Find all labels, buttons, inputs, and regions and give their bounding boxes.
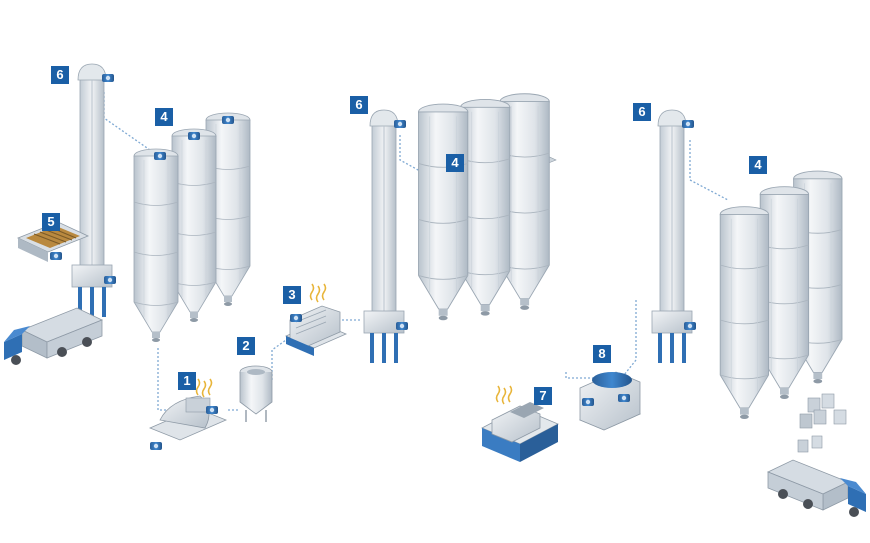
- badge-step-6: 6: [350, 96, 368, 114]
- badge-step-7: 7: [534, 387, 552, 405]
- badge-step-4: 4: [155, 108, 173, 126]
- badge-step-4: 4: [446, 154, 464, 172]
- silo-group-icon: [417, 93, 557, 321]
- bucket-elevator-icon: [72, 64, 116, 317]
- middle-plant: [364, 93, 642, 462]
- badge-step-1: 1: [178, 372, 196, 390]
- badge-step-6: 6: [51, 66, 69, 84]
- bucket-elevator-icon: [364, 110, 408, 363]
- roller-press-icon: [578, 371, 642, 431]
- dryer-icon: [148, 395, 228, 450]
- cleaning-machine-icon: [284, 305, 348, 356]
- truck-icon: [3, 307, 103, 366]
- silo-group-icon: [719, 170, 843, 420]
- badge-step-8: 8: [593, 345, 611, 363]
- badge-step-6: 6: [633, 103, 651, 121]
- badge-step-4: 4: [749, 156, 767, 174]
- mill-icon: [481, 402, 559, 462]
- left-plant: [3, 64, 360, 450]
- badge-step-2: 2: [237, 337, 255, 355]
- badge-step-3: 3: [283, 286, 301, 304]
- badge-step-5: 5: [42, 213, 60, 231]
- silo-group-icon: [133, 112, 251, 343]
- cooler-tank-icon: [239, 365, 273, 422]
- steam-icon: [495, 385, 513, 405]
- sacks-icon: [799, 393, 847, 429]
- steam-icon: [195, 378, 213, 398]
- right-plant: [652, 110, 867, 518]
- bucket-elevator-icon: [652, 110, 696, 363]
- steam-icon: [309, 283, 327, 303]
- truck-icon: [767, 435, 867, 518]
